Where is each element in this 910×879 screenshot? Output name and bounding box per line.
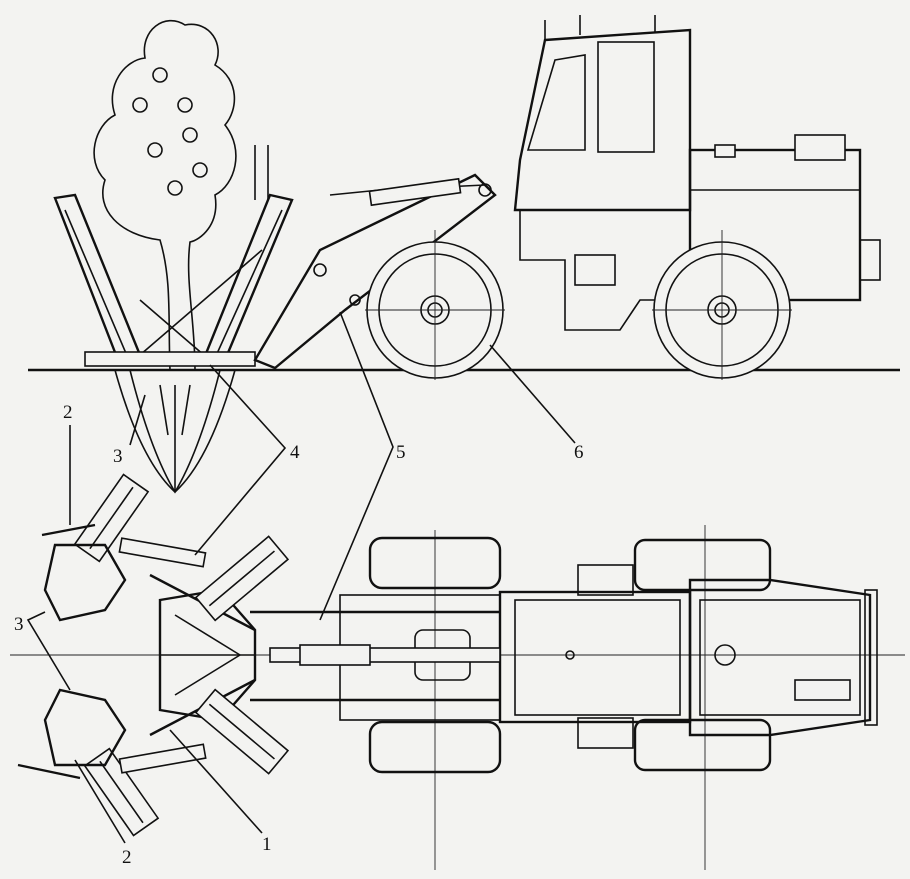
spade-blade-upper [43,543,127,622]
vehicle-top [339,536,878,774]
callout-2-top: 2 [122,847,132,868]
tree [93,19,237,371]
spade-frame [84,351,256,367]
spade-blade-lower [43,688,127,767]
cab [513,28,692,212]
callout-3-top: 3 [14,614,24,635]
top-view [10,473,905,870]
boom-top [250,610,501,702]
callout-3-side: 3 [113,446,123,467]
spade-top [17,473,290,837]
callout-1: 1 [262,834,272,855]
callout-5: 5 [396,442,406,463]
cab-roof [498,590,692,724]
spade-assembly [53,145,294,494]
callout-2-side: 2 [63,402,73,423]
leader-lines [26,311,576,844]
callout-6: 6 [574,442,584,463]
callout-4: 4 [290,442,300,463]
lift-arms [253,173,497,370]
side-view [28,15,900,494]
vehicle-side [365,15,881,380]
